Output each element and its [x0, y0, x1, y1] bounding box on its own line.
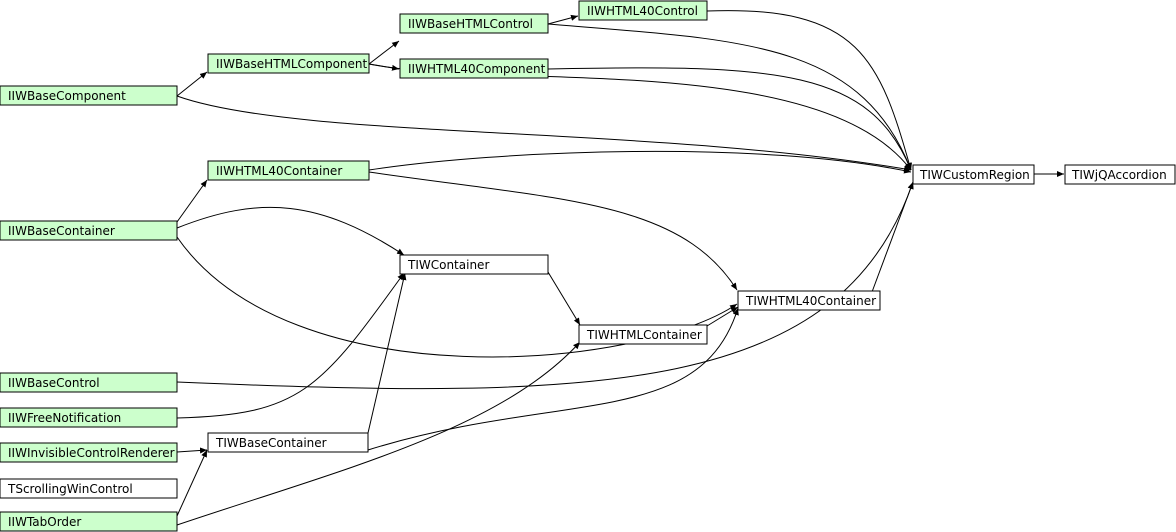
node-iiwhtml40control[interactable]: IIWHTML40Control: [578, 0, 708, 21]
node-tiwhtml40container[interactable]: TIWHTML40Container: [737, 290, 881, 311]
svg-text:TIWHTML40Container: TIWHTML40Container: [745, 294, 876, 308]
node-tiwcustomregion[interactable]: TIWCustomRegion: [912, 164, 1035, 185]
svg-text:IIWTabOrder: IIWTabOrder: [8, 515, 81, 529]
edge-tiwbasecontainer-tiwcontainer: [367, 272, 407, 434]
svg-text:IIWBaseControl: IIWBaseControl: [8, 376, 100, 390]
edge-iiwhtml40control-tiwcustomregion: [706, 10, 912, 171]
node-iiwbasecontainer[interactable]: IIWBaseContainer: [0, 220, 178, 241]
edge-iiwtaborder-tiwbasecontainer: [176, 449, 208, 517]
svg-text:IIWBaseHTMLComponent: IIWBaseHTMLComponent: [216, 57, 368, 71]
svg-text:IIWFreeNotification: IIWFreeNotification: [8, 411, 121, 425]
edge-iiwhtml40component-tiwcustomregion: [547, 67, 912, 171]
node-iiwbasehtmlcomponent[interactable]: IIWBaseHTMLComponent: [207, 53, 370, 74]
edge-tiwbasecontainer-tiwhtml40container: [367, 307, 739, 451]
edge-iiwhtml40container-tiwhtml40container: [368, 171, 738, 291]
svg-text:TIWjQAccordion: TIWjQAccordion: [1071, 168, 1167, 182]
edge-iiwbasecontrol-tiwcustomregion: [176, 181, 914, 390]
edge-iiwbasecontainer-tiwcontainer: [176, 207, 405, 256]
svg-text:IIWHTML40Component: IIWHTML40Component: [408, 62, 546, 76]
svg-text:TIWBaseContainer: TIWBaseContainer: [215, 436, 327, 450]
svg-text:IIWBaseComponent: IIWBaseComponent: [8, 89, 126, 103]
node-iiwinvisiblecontrolrenderer[interactable]: IIWInvisibleControlRenderer: [0, 442, 178, 463]
node-tiwbasecontainer[interactable]: TIWBaseContainer: [207, 432, 369, 453]
node-tiwcontainer[interactable]: TIWContainer: [399, 254, 549, 275]
edge-tiwhtmlcontainer-tiwhtml40container: [706, 306, 739, 327]
svg-text:TIWCustomRegion: TIWCustomRegion: [919, 168, 1030, 182]
node-iiwbasehtmlcontrol[interactable]: IIWBaseHTMLControl: [399, 13, 549, 34]
node-iiwhtml40component[interactable]: IIWHTML40Component: [399, 58, 549, 79]
edge-iiwhtml40container-tiwcustomregion: [368, 150, 912, 174]
edge-iiwtaborder-tiwhtmlcontainer: [176, 341, 581, 526]
node-iiwbasecomponent[interactable]: IIWBaseComponent: [0, 85, 178, 106]
node-tscrollingwincontrol[interactable]: TScrollingWinControl: [0, 478, 178, 499]
edge-iiwbasehtmlcomponent-tiwcustomregion: [368, 63, 912, 171]
node-iiwbasecontrol[interactable]: IIWBaseControl: [0, 372, 178, 393]
svg-text:IIWHTML40Container: IIWHTML40Container: [216, 164, 342, 178]
svg-text:IIWInvisibleControlRenderer: IIWInvisibleControlRenderer: [8, 446, 175, 460]
svg-text:TScrollingWinControl: TScrollingWinControl: [7, 482, 133, 496]
svg-text:IIWBaseContainer: IIWBaseContainer: [8, 224, 115, 238]
node-iiwhtml40container[interactable]: IIWHTML40Container: [207, 160, 370, 181]
svg-text:IIWHTML40Control: IIWHTML40Control: [587, 4, 698, 18]
svg-text:TIWContainer: TIWContainer: [407, 258, 489, 272]
edge-iiwbasehtmlcontrol-tiwcustomregion: [547, 23, 912, 171]
edge-iiwbasecomponent-iiwbasehtmlcomponent: [176, 71, 208, 97]
edge-iiwfreenotification-tiwcontainer: [176, 272, 405, 419]
edge-iiwinvisiblecontrolrenderer-tiwbasecontainer: [176, 447, 208, 454]
edge-iiwbasehtmlcomponent-iiwbasehtmlcontrol: [368, 40, 400, 65]
svg-text:TIWHTMLContainer: TIWHTMLContainer: [586, 328, 702, 342]
node-tiwjqaccordion[interactable]: TIWjQAccordion: [1064, 164, 1176, 185]
node-iiwfreenotification[interactable]: IIWFreeNotification: [0, 407, 178, 428]
edge-iiwbasehtmlcontrol-iiwhtml40control: [547, 14, 579, 25]
edge-tiwcontainer-tiwhtmlcontainer: [547, 271, 581, 326]
node-tiwhtmlcontainer[interactable]: TIWHTMLContainer: [578, 324, 708, 345]
svg-text:IIWBaseHTMLControl: IIWBaseHTMLControl: [408, 17, 533, 31]
edge-iiwbasecomponent-tiwcustomregion: [176, 95, 912, 172]
node-iiwtaborder[interactable]: IIWTabOrder: [0, 511, 178, 532]
edge-iiwbasecontainer-iiwhtml40container: [176, 179, 208, 223]
